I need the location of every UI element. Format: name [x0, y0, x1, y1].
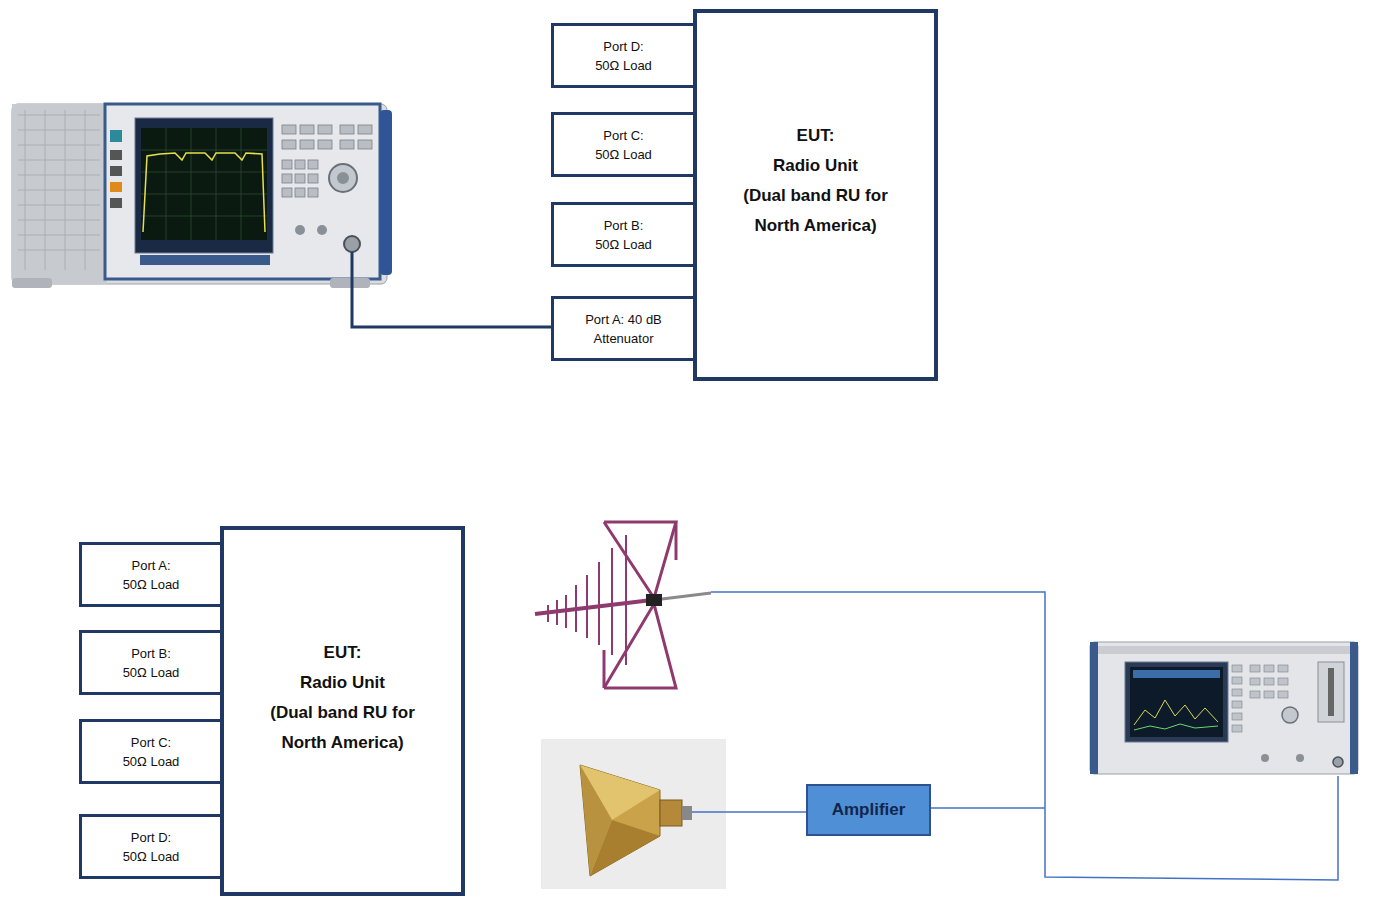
spectrum-analyzer: [12, 104, 392, 288]
port-label: Attenuator: [594, 329, 654, 348]
horn-antenna: [541, 739, 726, 889]
port-label: Port C:: [603, 126, 643, 145]
radio-unit-box: EUT:Radio Unit(Dual band RU for North Am…: [220, 526, 465, 896]
port-label: 50Ω Load: [123, 663, 180, 682]
port-label: Port B:: [604, 216, 644, 235]
unit-label: Radio Unit: [300, 668, 385, 698]
log-periodic-antenna: [535, 522, 676, 688]
unit-label: Radio Unit: [773, 151, 858, 181]
port-box: Port A: 40 dBAttenuator: [551, 296, 696, 361]
amplifier-label: Amplifier: [832, 800, 906, 820]
port-label: 50Ω Load: [595, 145, 652, 164]
rf-cable: [352, 252, 552, 327]
antenna-feed: [662, 593, 711, 599]
port-label: Port B:: [131, 644, 171, 663]
port-label: Port A: 40 dB: [585, 310, 662, 329]
unit-label: (Dual band RU for North America): [254, 698, 432, 758]
port-box: Port C:50Ω Load: [551, 112, 696, 177]
port-label: 50Ω Load: [595, 56, 652, 75]
radio-unit-box: EUT:Radio Unit(Dual band RU for North Am…: [693, 9, 938, 381]
unit-label: EUT:: [797, 121, 835, 151]
port-box: Port A:50Ω Load: [79, 542, 223, 607]
port-box: Port B:50Ω Load: [551, 202, 696, 267]
port-box: Port D:50Ω Load: [551, 23, 696, 88]
port-label: Port D:: [603, 37, 643, 56]
port-label: Port A:: [131, 556, 170, 575]
port-box: Port C:50Ω Load: [79, 719, 223, 784]
port-label: 50Ω Load: [123, 752, 180, 771]
antenna-connector: [646, 594, 662, 606]
port-label: 50Ω Load: [595, 235, 652, 254]
spectrum-analyzer: [1090, 642, 1358, 774]
port-label: Port C:: [131, 733, 171, 752]
unit-label: EUT:: [324, 638, 362, 668]
port-label: 50Ω Load: [123, 847, 180, 866]
port-box: Port B:50Ω Load: [79, 630, 223, 695]
port-label: 50Ω Load: [123, 575, 180, 594]
amplifier-box: Amplifier: [806, 784, 931, 836]
port-box: Port D:50Ω Load: [79, 814, 223, 879]
port-label: Port D:: [131, 828, 171, 847]
unit-label: (Dual band RU for North America): [727, 181, 905, 241]
